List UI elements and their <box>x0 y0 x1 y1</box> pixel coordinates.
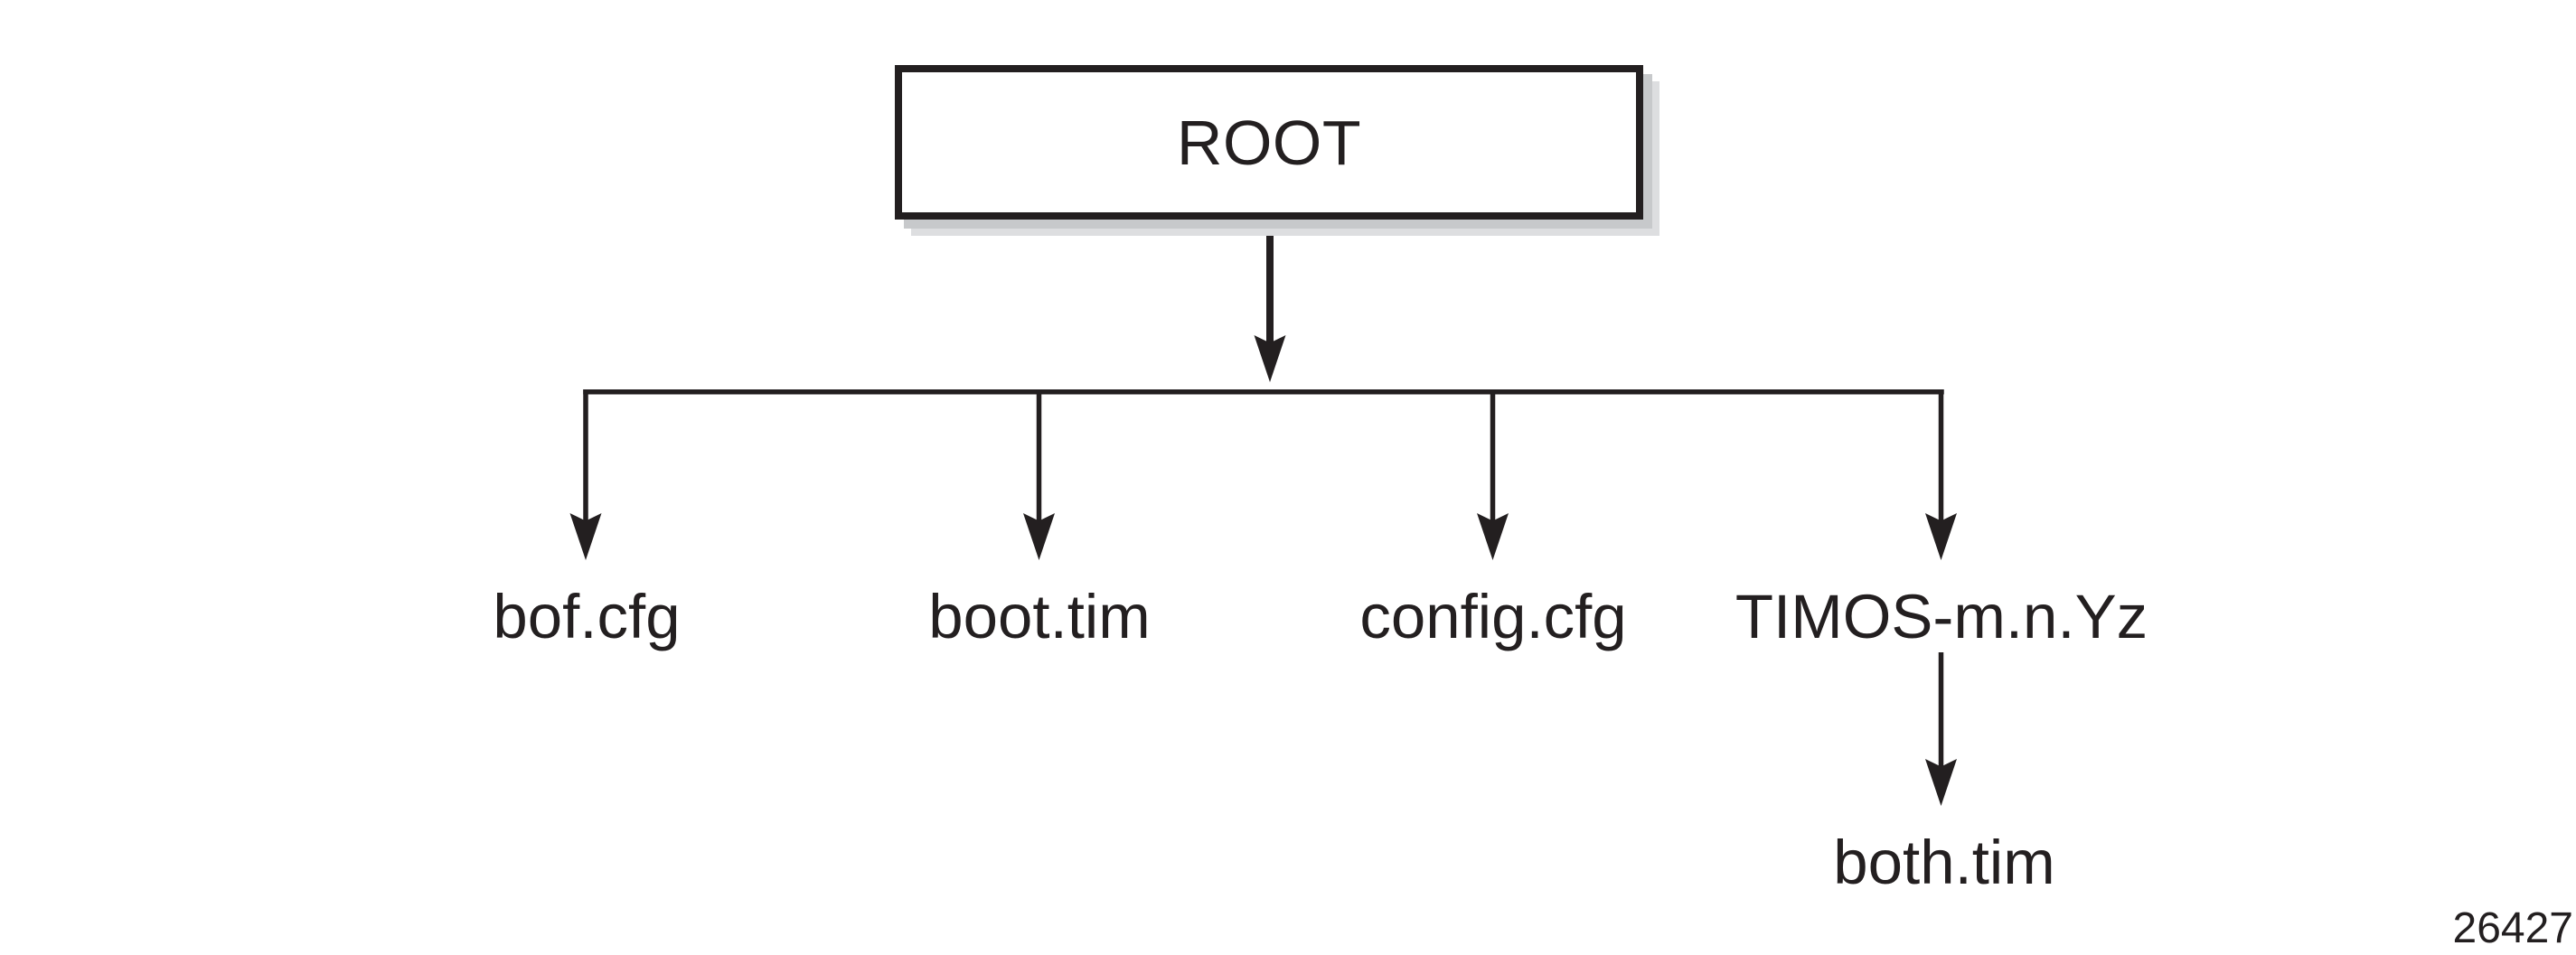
branch-arrow-timos <box>1925 389 1957 560</box>
node-bof-cfg: bof.cfg <box>493 582 681 651</box>
branch-arrow-config-cfg <box>1477 389 1509 560</box>
branch-arrow-boot-tim <box>1023 389 1055 560</box>
branch-arrow-bof-cfg <box>569 389 602 560</box>
timos-to-both-arrow <box>1925 652 1957 806</box>
node-config-cfg: config.cfg <box>1359 582 1627 651</box>
node-boot-tim: boot.tim <box>928 582 1151 651</box>
figure-number: 26427 <box>2452 904 2573 952</box>
node-root-label: ROOT <box>1176 107 1362 178</box>
node-root: ROOT <box>895 65 1643 220</box>
root-to-branch-arrow <box>1254 217 1286 382</box>
branch-line <box>583 389 1944 395</box>
node-timos: TIMOS-m.n.Yz <box>1735 582 2148 651</box>
node-both-tim: both.tim <box>1833 828 2055 897</box>
